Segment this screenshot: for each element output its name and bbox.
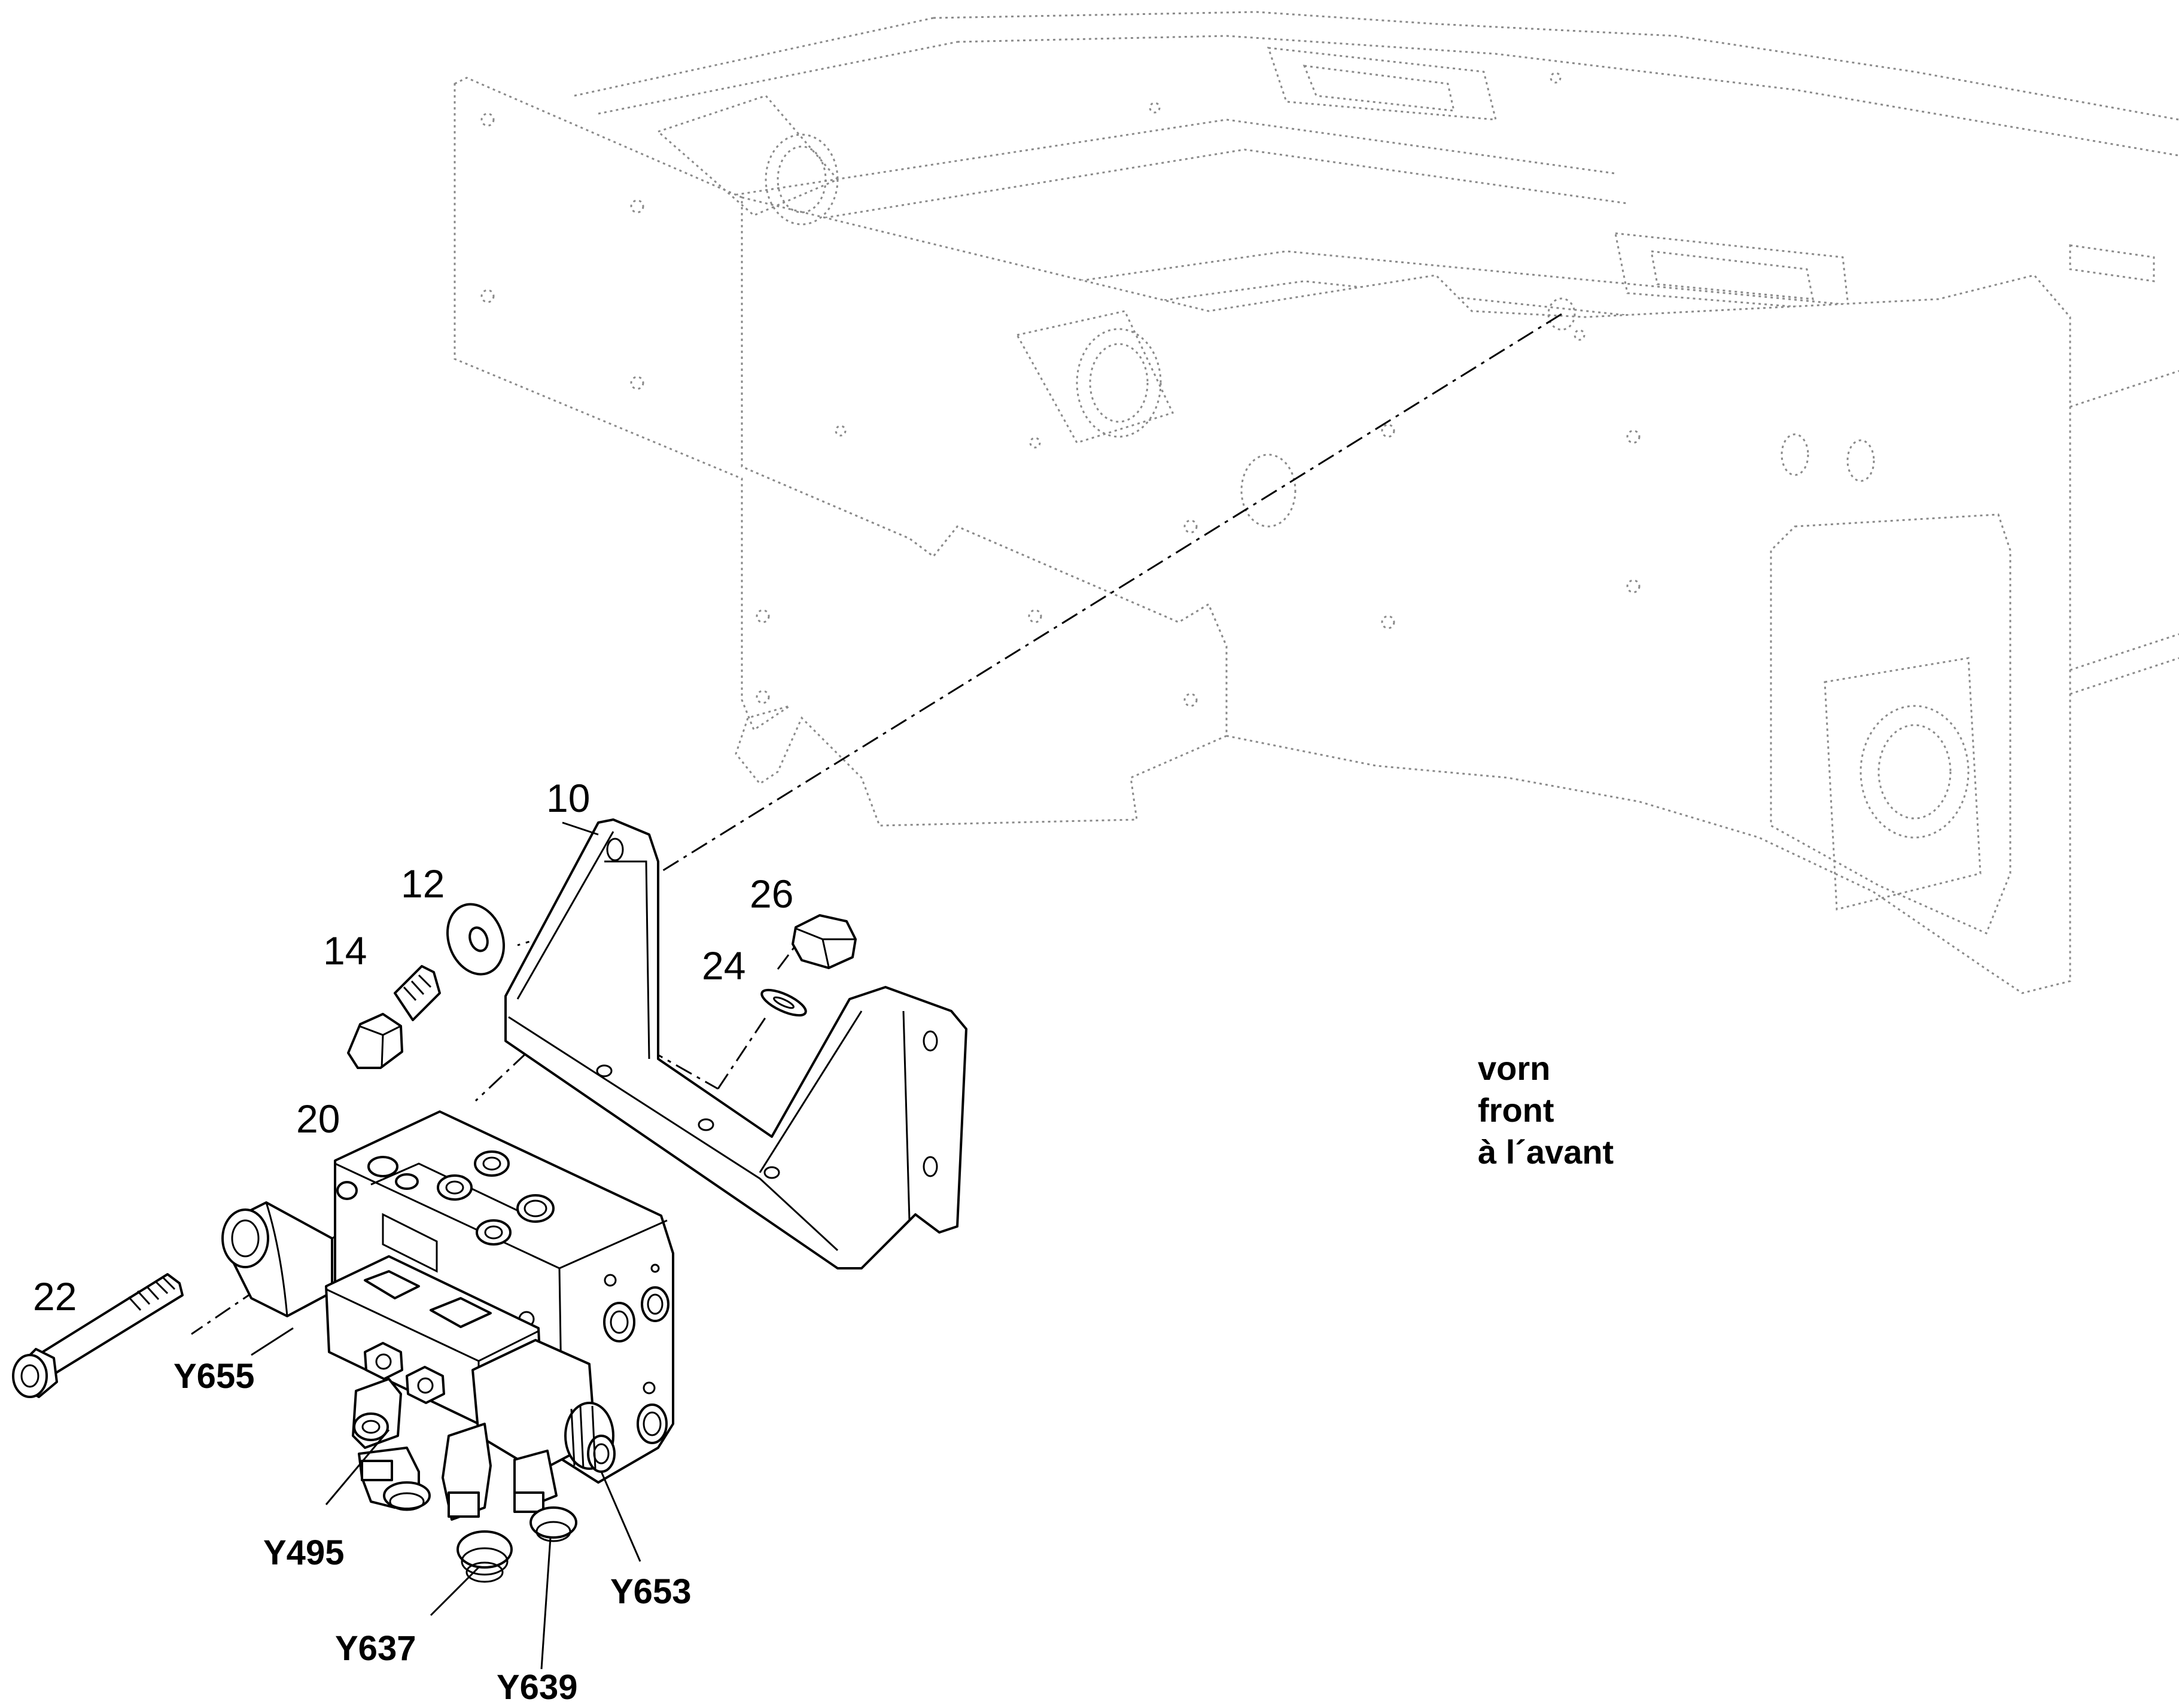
note-vorn: vorn <box>1478 1049 1550 1087</box>
hex-bolt-short <box>347 965 441 1069</box>
label-y495: Y495 <box>263 1533 344 1572</box>
callout-10: 10 <box>546 776 590 820</box>
callout-26: 26 <box>750 872 793 916</box>
label-y637: Y637 <box>335 1629 416 1668</box>
label-y655: Y655 <box>174 1357 254 1396</box>
callout-14: 14 <box>323 928 367 973</box>
leader-lines <box>251 821 641 1670</box>
label-y653: Y653 <box>610 1572 691 1611</box>
flat-washer <box>446 903 506 976</box>
callout-20: 20 <box>296 1097 340 1141</box>
note-front: front <box>1478 1091 1554 1129</box>
callout-24: 24 <box>702 943 745 988</box>
orientation-note: vorn front à l´avant <box>1478 1049 1614 1171</box>
socket-head-screw <box>12 1273 184 1398</box>
hex-nut <box>792 914 857 969</box>
label-y639: Y639 <box>497 1668 577 1707</box>
chassis-frame <box>454 11 2179 994</box>
callout-22: 22 <box>33 1274 77 1319</box>
mounting-bracket <box>504 818 967 1269</box>
solenoid-valve-block <box>221 1110 674 1583</box>
note-a-l-avant: à l´avant <box>1478 1133 1614 1171</box>
callout-12: 12 <box>401 861 445 906</box>
lock-washer <box>760 988 807 1017</box>
